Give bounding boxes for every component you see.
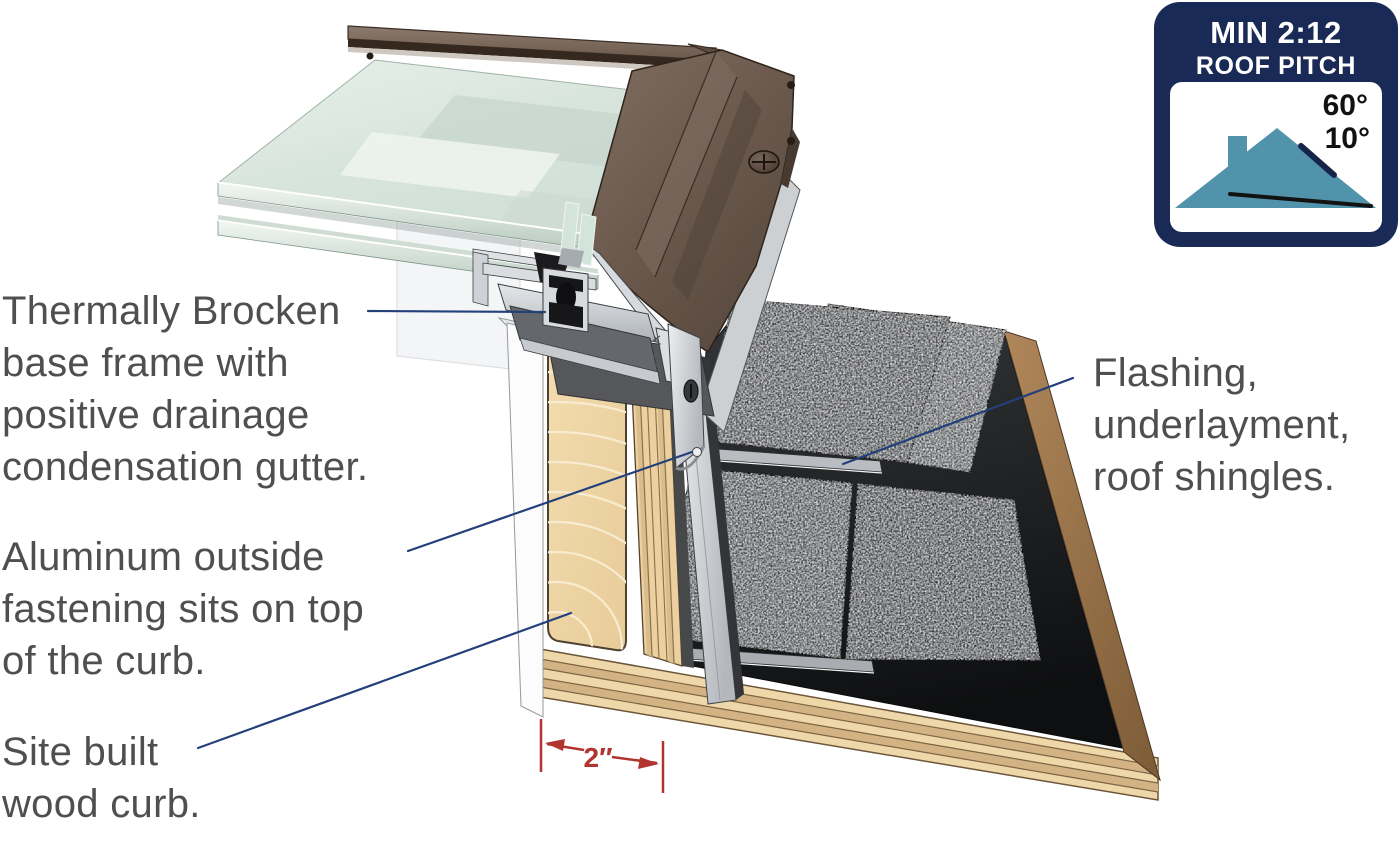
annotation-wood-curb: Site built wood curb. <box>2 730 201 826</box>
annotation-flashing: Flashing, underlayment, roof shingles. <box>1093 351 1351 499</box>
thermal-break <box>542 267 589 333</box>
leader-thermally-broken <box>366 309 547 314</box>
badge-subtitle: ROOF PITCH <box>1195 52 1357 80</box>
leader-flashing <box>841 376 1075 466</box>
annotation-aluminum-fastening: Aluminum outside fastening sits on top o… <box>2 535 365 683</box>
glazing-panes <box>216 59 701 290</box>
exterior-cladding <box>347 25 801 433</box>
roof-pitch-badge: MIN 2:12 ROOF PITCH 60° 10° <box>1154 2 1398 247</box>
leader-wood-curb <box>196 611 573 750</box>
angle-label-10: 10° <box>1325 122 1370 155</box>
roof-deck <box>539 648 1159 801</box>
outside-fastening-apron <box>667 323 706 471</box>
aluminum-base-frame <box>472 201 715 471</box>
fastener-screws <box>366 52 795 174</box>
dimension-marker <box>539 719 665 793</box>
angle-label-60: 60° <box>1323 89 1368 122</box>
roof-edge-fascia <box>1003 330 1161 782</box>
roof-pitch-icon-panel: 60° 10° <box>1170 82 1382 232</box>
leader-aluminum-fastening <box>406 450 694 553</box>
roof-pitch-house-icon: 60° 10° <box>1175 89 1376 208</box>
badge-title: MIN 2:12 <box>1210 15 1342 50</box>
dimension-label: 2″ <box>584 742 613 773</box>
glass-edge-cut <box>558 201 597 268</box>
annotation-thermally-broken: Thermally Brocken base frame with positi… <box>2 289 369 489</box>
